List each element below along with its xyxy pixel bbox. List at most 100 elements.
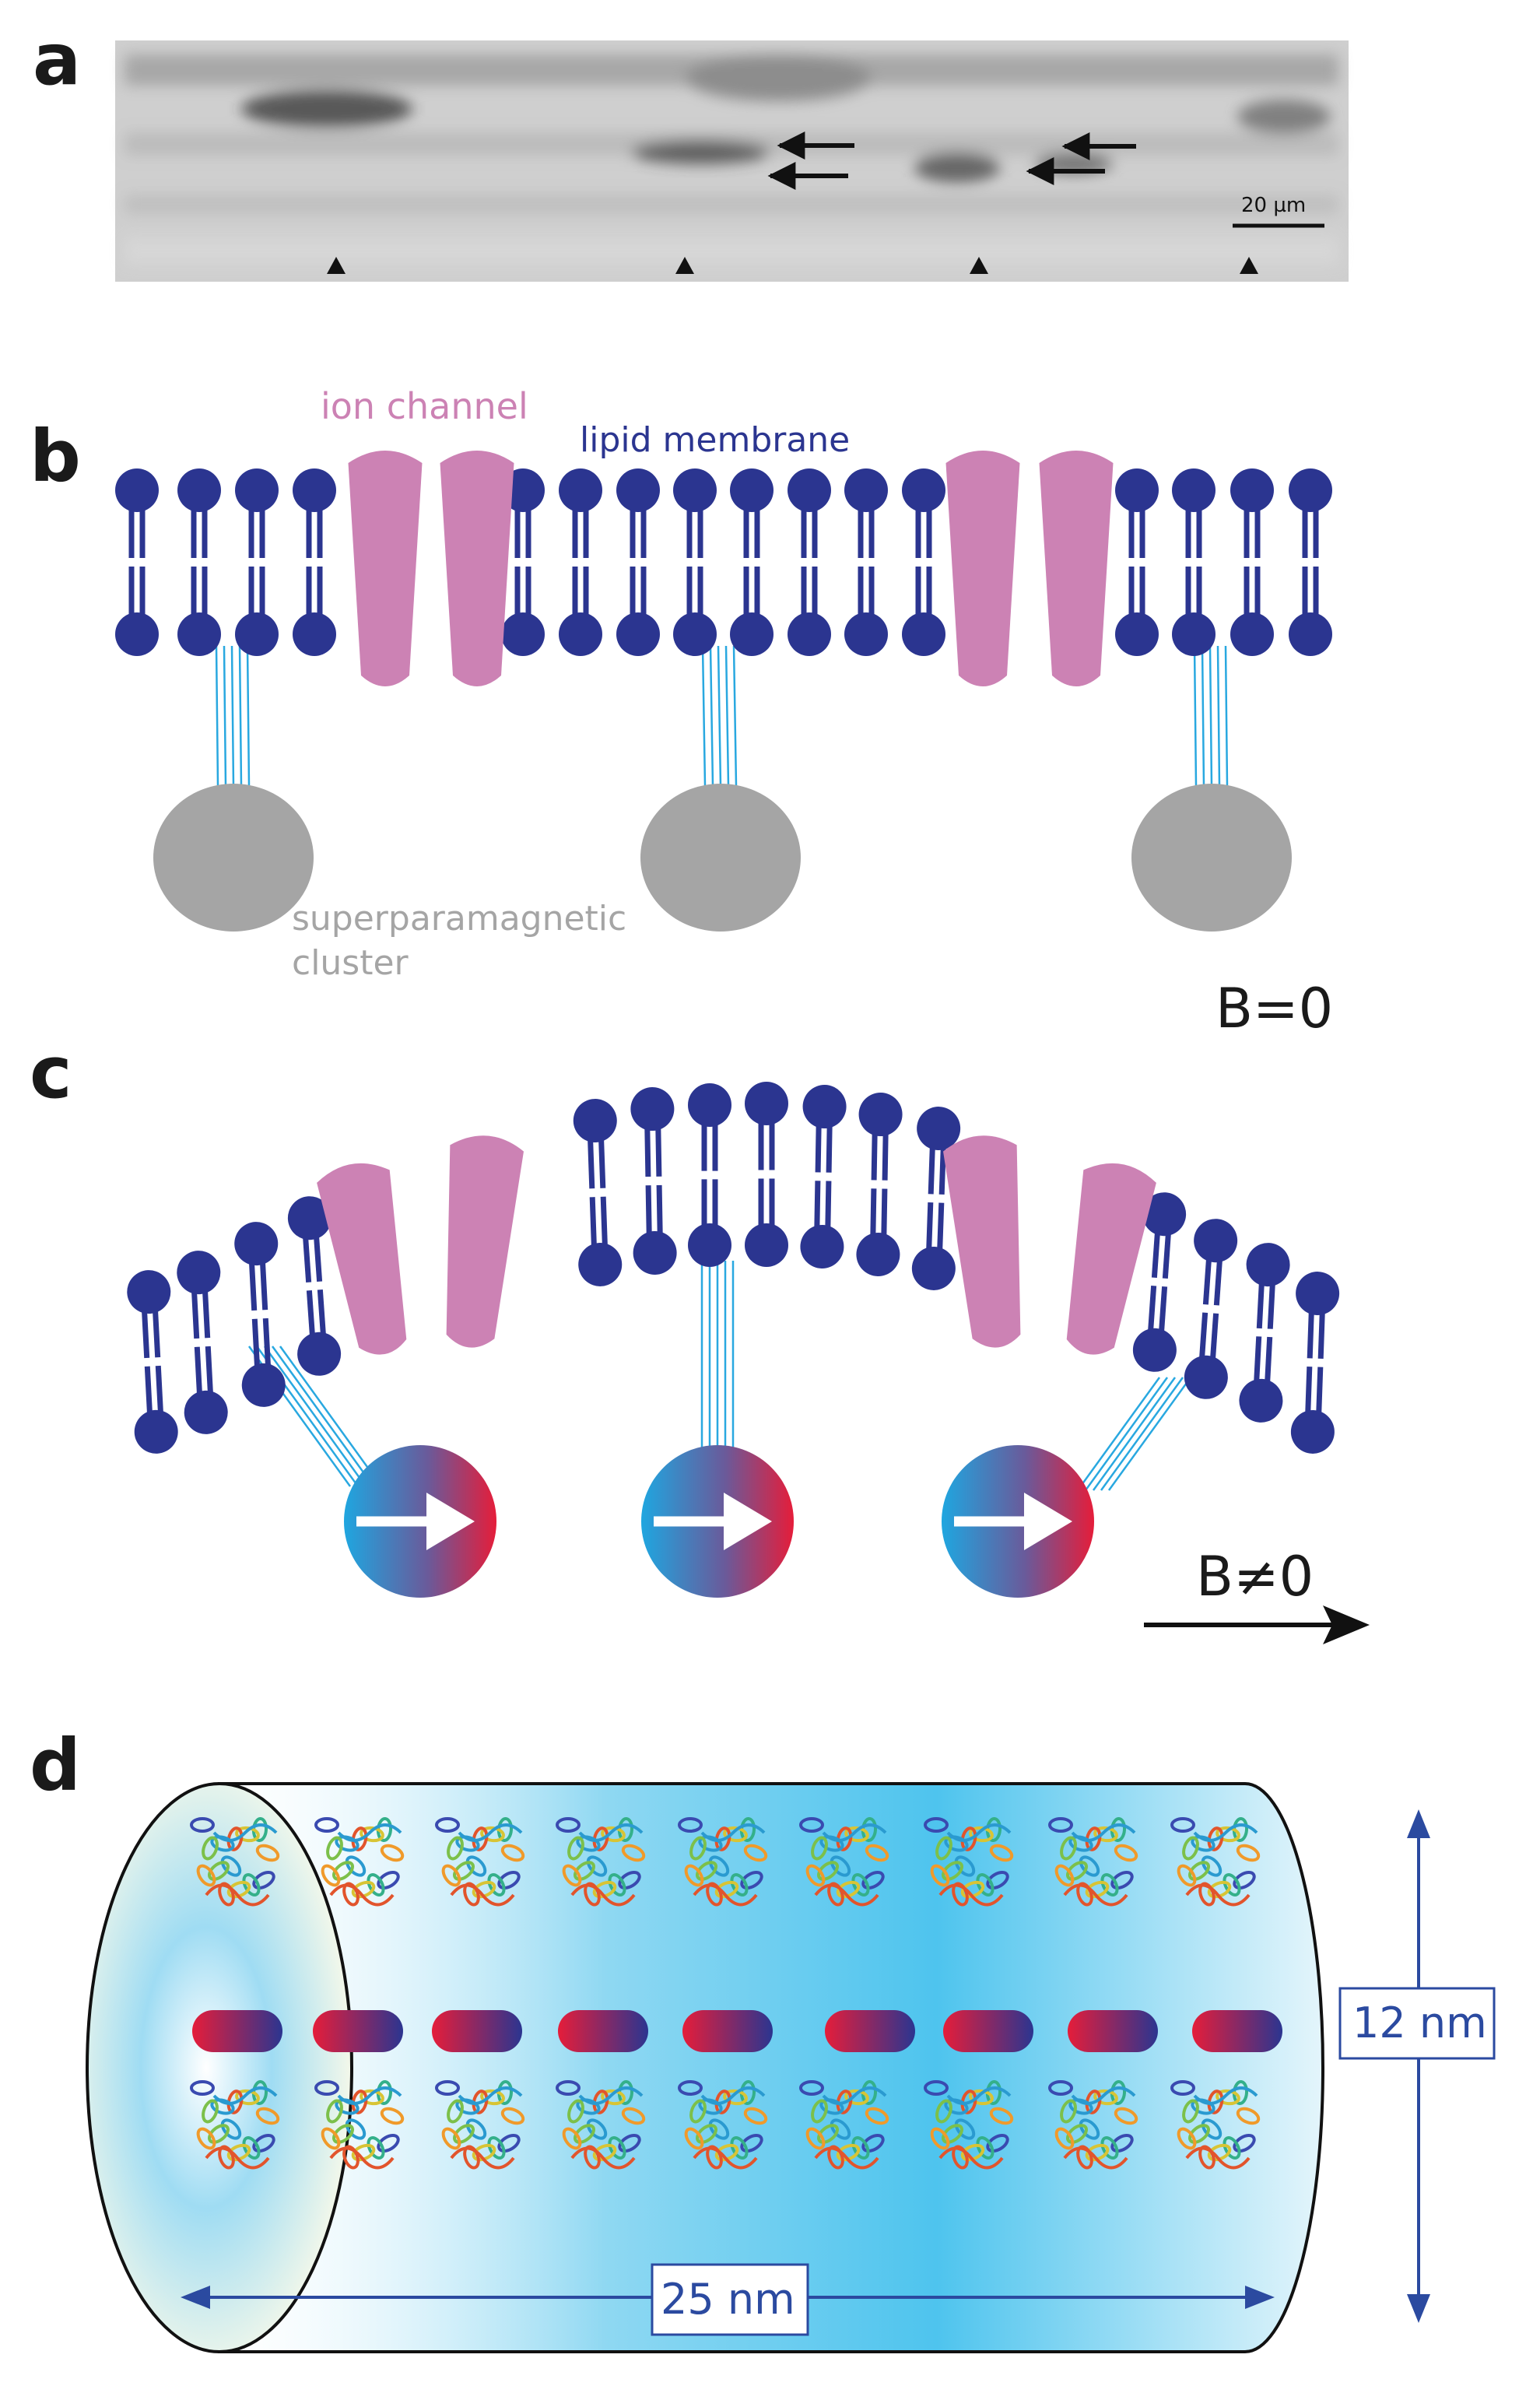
triangle-up-icon-3 — [970, 257, 988, 274]
magnetized-clusters — [344, 1445, 1094, 1598]
superparamagnetic-cluster — [153, 784, 314, 932]
lipid-molecule — [911, 1107, 961, 1290]
magnetization-arrow-icon — [344, 1445, 496, 1598]
protein-ribbon-icon — [678, 1817, 768, 1907]
lipid-molecule — [1115, 468, 1159, 656]
lipid-molecule — [293, 468, 336, 656]
lipid-molecule — [1239, 1243, 1290, 1423]
protein-ribbon-icon — [556, 1817, 646, 1907]
field-label-b: B=0 — [1216, 977, 1333, 1040]
cluster-label-line2: cluster — [292, 943, 409, 983]
ion-channels — [348, 451, 1114, 686]
panel-c: c B≠0 — [30, 1031, 1370, 1644]
protein-ribbon-icon — [799, 2080, 889, 2170]
protein-ribbon-icon — [799, 1817, 889, 1907]
magnetite-rod — [1192, 2010, 1282, 2052]
protein-ribbon-icon — [190, 1817, 280, 1907]
panel-letter-a: a — [33, 18, 81, 101]
triangle-up-icon-1 — [327, 257, 346, 274]
protein-ribbon-icon — [924, 2080, 1014, 2170]
cylinder-cap — [86, 1782, 353, 2353]
panel-letter-d: d — [30, 1724, 81, 1807]
length-label: 25 nm — [661, 2275, 795, 2324]
lipid-molecule — [745, 1082, 788, 1267]
tether-bundle — [215, 645, 251, 787]
triangle-up-icon-4 — [1240, 257, 1258, 274]
ion-channel-subunit — [317, 1163, 407, 1355]
magnetite-rod — [558, 2010, 648, 2052]
magnetite-rod — [313, 2010, 403, 2052]
tethers — [247, 1261, 1192, 1491]
tethers — [215, 645, 1229, 787]
lipid-bilayer-curved — [127, 1082, 1340, 1454]
cluster-label-line1: superparamagnetic — [292, 899, 626, 939]
tether-bundle — [1193, 645, 1229, 787]
panel-letter-b: b — [30, 415, 81, 498]
lipid-molecule — [177, 468, 221, 656]
protein-ribbon-icon — [556, 2080, 646, 2170]
protein-array — [190, 1817, 1261, 2170]
superparamagnetic-cluster — [1131, 784, 1292, 932]
panel-b: b ion channel lipid membrane superparama… — [30, 385, 1333, 1040]
lipid-bilayer — [115, 468, 1332, 656]
protein-ribbon-icon — [1170, 1817, 1261, 1907]
ion-channel-label: ion channel — [321, 385, 528, 427]
cylinder — [86, 1782, 1324, 2353]
magnetite-rod — [1068, 2010, 1158, 2052]
lipid-molecule — [800, 1085, 847, 1268]
lipid-molecule — [673, 468, 717, 656]
ion-channels-tilted — [317, 1135, 1156, 1355]
height-dimension: 12 nm — [1338, 1809, 1496, 2323]
superparamagnetic-clusters — [153, 784, 1292, 932]
tether-bundle — [1076, 1377, 1192, 1491]
lipid-molecule — [788, 468, 831, 656]
magnetite-rod — [432, 2010, 522, 2052]
magnetite-rod — [825, 2010, 915, 2052]
panel-a: a — [33, 18, 1349, 282]
magnetite-rod — [943, 2010, 1033, 2052]
lipid-molecule — [902, 468, 945, 656]
panel-letter-c: c — [30, 1031, 72, 1114]
lipid-molecule — [1230, 468, 1274, 656]
lipid-molecule — [616, 468, 660, 656]
lipid-molecule — [630, 1087, 677, 1275]
micrograph: 20 µm — [115, 40, 1349, 282]
lipid-molecule — [844, 468, 888, 656]
protein-ribbon-icon — [678, 2080, 768, 2170]
protein-ribbon-icon — [435, 1817, 525, 1907]
ion-channel-subunit — [945, 451, 1020, 686]
protein-ribbon-icon — [924, 1817, 1014, 1907]
lipid-molecule — [573, 1099, 623, 1286]
tether-bundle — [700, 1261, 735, 1457]
magnetization-arrow-icon — [641, 1445, 794, 1598]
lipid-molecule — [730, 468, 774, 656]
lipid-molecule — [1289, 468, 1332, 656]
lipid-molecule — [177, 1251, 228, 1434]
lipid-molecule — [1184, 1219, 1238, 1399]
field-arrow-icon — [1144, 1605, 1370, 1644]
triangle-up-icon-2 — [675, 257, 694, 274]
length-dimension: 25 nm — [181, 2263, 1275, 2336]
height-label: 12 nm — [1352, 1998, 1487, 2047]
ion-channel-subunit — [348, 451, 423, 686]
magnetite-rod — [192, 2010, 282, 2052]
ion-channel-subunit — [440, 451, 514, 686]
lipid-molecule — [688, 1083, 731, 1267]
lipid-molecule — [234, 1222, 286, 1407]
cylinder-body — [218, 1782, 1324, 2353]
protein-ribbon-icon — [314, 1817, 405, 1907]
ion-channel-subunit — [446, 1135, 524, 1348]
magnetization-arrow-icon — [942, 1445, 1094, 1598]
lipid-molecule — [235, 468, 279, 656]
scale-bar-label: 20 µm — [1241, 194, 1306, 217]
lipid-molecule — [287, 1196, 342, 1376]
protein-ribbon-icon — [314, 2080, 405, 2170]
lipid-molecule — [856, 1093, 903, 1276]
protein-ribbon-icon — [190, 2080, 280, 2170]
protein-ribbon-icon — [1170, 2080, 1261, 2170]
superparamagnetic-cluster — [640, 784, 801, 932]
lipid-membrane-label: lipid membrane — [580, 420, 850, 460]
panel-d: d 12 nm 25 nm — [30, 1724, 1496, 2353]
field-label-c: B≠0 — [1196, 1545, 1314, 1609]
protein-ribbon-icon — [435, 2080, 525, 2170]
